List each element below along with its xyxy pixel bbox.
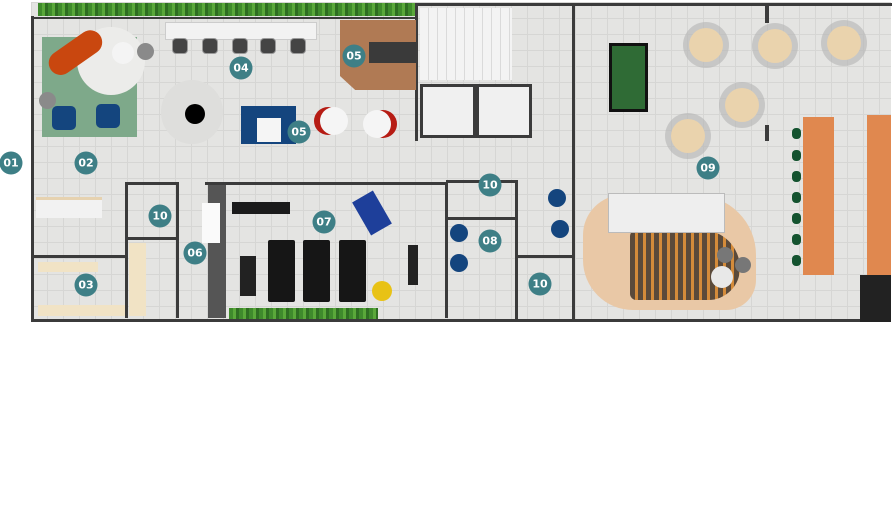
bar-stool: [792, 213, 801, 224]
column: [765, 125, 769, 141]
dining-table: [725, 88, 759, 122]
lounge-rug-pattern: [630, 230, 740, 300]
pool-table: [609, 43, 648, 112]
staircase: [420, 8, 512, 80]
rowing-machine: [232, 202, 290, 214]
bar-stool: [792, 234, 801, 245]
armchair: [551, 220, 569, 238]
wall: [515, 180, 518, 320]
vanity-counter: [36, 197, 102, 218]
wall: [572, 3, 575, 321]
marker-08[interactable]: 08: [478, 229, 502, 253]
dining-table: [689, 28, 723, 62]
booth-table: [257, 118, 281, 142]
pouf: [137, 43, 154, 60]
wall: [445, 182, 448, 318]
wall: [128, 237, 176, 240]
round-table: [185, 104, 205, 124]
weight-bench: [408, 245, 418, 285]
marker-10-right[interactable]: 10: [528, 272, 552, 296]
treadmill: [339, 240, 366, 302]
marker-06[interactable]: 06: [183, 241, 207, 265]
pouf: [39, 92, 56, 109]
marker-07[interactable]: 07: [312, 210, 336, 234]
marker-05-meeting[interactable]: 05: [342, 44, 366, 68]
dining-table: [827, 26, 861, 60]
wall: [416, 3, 892, 6]
chair: [232, 38, 248, 54]
elevator: [420, 84, 476, 138]
armchair: [450, 254, 468, 272]
marker-04[interactable]: 04: [229, 56, 253, 80]
bar-stool: [792, 255, 801, 266]
locker: [202, 203, 220, 243]
cafe-table: [363, 110, 391, 138]
bench: [129, 243, 146, 316]
armchair: [450, 224, 468, 242]
side-table: [112, 42, 134, 64]
armchair: [548, 189, 566, 207]
wall: [33, 255, 125, 258]
planter-top: [38, 3, 415, 16]
marker-02[interactable]: 02: [74, 151, 98, 175]
pouf: [735, 257, 751, 273]
wall: [518, 255, 572, 258]
meeting-table: [369, 42, 416, 63]
planter-bottom: [229, 308, 378, 322]
bar-stool: [792, 171, 801, 182]
wall: [31, 319, 891, 322]
pouf: [711, 266, 733, 288]
wall: [31, 17, 416, 19]
bar-stool: [792, 192, 801, 203]
marker-10-left[interactable]: 10: [148, 204, 172, 228]
marker-03[interactable]: 03: [74, 273, 98, 297]
kitchen-counter: [867, 115, 891, 275]
column: [765, 3, 769, 23]
treadmill: [268, 240, 295, 302]
bar-stool: [792, 128, 801, 139]
wall: [446, 217, 518, 220]
armchair: [52, 106, 76, 130]
chair: [202, 38, 218, 54]
wall: [415, 3, 418, 141]
marker-09[interactable]: 09: [696, 156, 720, 180]
exercise-ball: [372, 281, 392, 301]
treadmill: [303, 240, 330, 302]
marker-05-booth[interactable]: 05: [287, 120, 311, 144]
kitchen-island: [803, 117, 834, 275]
sofa: [608, 193, 725, 233]
marker-10-middle[interactable]: 10: [478, 173, 502, 197]
pouf: [717, 247, 733, 263]
bench: [38, 305, 125, 316]
bike: [240, 256, 256, 296]
wall: [176, 182, 179, 318]
fridge: [860, 275, 891, 322]
chair: [260, 38, 276, 54]
wall: [31, 16, 34, 322]
wall: [125, 182, 178, 185]
bar-stool: [792, 150, 801, 161]
wall: [205, 182, 445, 185]
elevator: [476, 84, 532, 138]
chair: [172, 38, 188, 54]
chair: [290, 38, 306, 54]
armchair: [96, 104, 120, 128]
marker-01[interactable]: 01: [0, 151, 23, 175]
dining-table: [671, 119, 705, 153]
wall: [125, 182, 128, 318]
cafe-table: [320, 107, 348, 135]
dining-table: [758, 29, 792, 63]
bench: [38, 262, 98, 272]
